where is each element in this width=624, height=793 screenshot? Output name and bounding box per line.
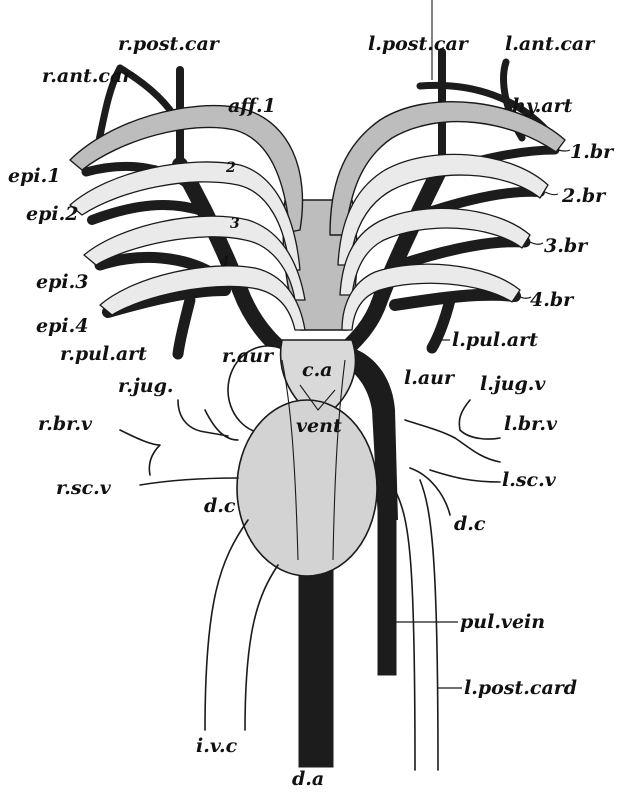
label-l-sc-v: l.sc.v — [502, 469, 557, 491]
l-pul-art-vessel — [432, 300, 450, 348]
dorsal-aorta — [299, 555, 333, 767]
l-post-card-outer — [395, 490, 415, 770]
label-br-1: 1.br — [570, 141, 615, 163]
label-r-sc-v: r.sc.v — [56, 477, 112, 499]
r-afferent-4 — [100, 266, 305, 330]
label-d-a: d.a — [292, 768, 324, 790]
l-epibranchial-3 — [400, 242, 525, 265]
leader-br-3 — [530, 242, 543, 244]
label-l-post-card: l.post.card — [464, 677, 577, 699]
label-r-pul-art: r.pul.art — [60, 343, 147, 365]
label-arch-2: 2 — [225, 160, 236, 176]
label-vent: vent — [296, 415, 342, 437]
label-hy-art: hy.art — [512, 95, 573, 117]
label-epi-3: epi.3 — [36, 271, 88, 293]
label-br-3: 3.br — [544, 235, 589, 257]
ivc-outer — [205, 520, 248, 730]
label-epi-1: epi.1 — [8, 165, 60, 187]
label-d-c-right: d.c — [454, 513, 486, 535]
label-r-jug: r.jug. — [118, 375, 173, 397]
label-l-jug-v: l.jug.v — [480, 373, 546, 395]
label-r-ant-car: r.ant.car — [42, 65, 134, 87]
label-l-post-car: l.post.car — [368, 33, 470, 55]
label-l-br-v: l.br.v — [504, 413, 558, 435]
label-arch-3: 3 — [230, 216, 240, 232]
label-br-2: 2.br — [561, 185, 607, 207]
label-l-pul-art: l.pul.art — [452, 329, 538, 351]
leader-br-1 — [558, 150, 570, 151]
ivc-inner — [245, 565, 278, 730]
label-l-ant-car: l.ant.car — [505, 33, 596, 55]
label-br-4: 4.br — [530, 289, 575, 311]
label-d-c-left: d.c — [204, 495, 236, 517]
leader-br-2 — [545, 192, 558, 195]
label-epi-4: epi.4 — [36, 315, 88, 337]
label-r-br-v: r.br.v — [38, 413, 93, 435]
l-subclavian-vein-2 — [430, 470, 500, 482]
label-aff-1: aff.1 — [228, 95, 276, 117]
label-arch-4: 4 — [220, 254, 230, 270]
l-subclavian-vein — [405, 420, 455, 438]
l-branchial-vein — [455, 438, 500, 462]
r-pul-art-vessel — [178, 300, 190, 354]
label-l-aur: l.aur — [404, 367, 456, 389]
label-ca: c.a — [302, 359, 333, 381]
r-branchial-vein — [120, 430, 160, 475]
r-jugular-vein — [178, 400, 228, 436]
pulmonary-vein — [378, 470, 396, 675]
label-r-aur: r.aur — [222, 345, 275, 367]
label-i-v-c: i.v.c — [196, 735, 238, 757]
label-pul-vein: pul.vein — [460, 611, 545, 633]
label-r-post-car: r.post.car — [118, 33, 221, 55]
label-epi-2: epi.2 — [26, 203, 78, 225]
r-subclavian-vein — [140, 478, 238, 485]
l-jugular-vein — [459, 400, 500, 439]
l-post-card-inner — [420, 480, 438, 770]
